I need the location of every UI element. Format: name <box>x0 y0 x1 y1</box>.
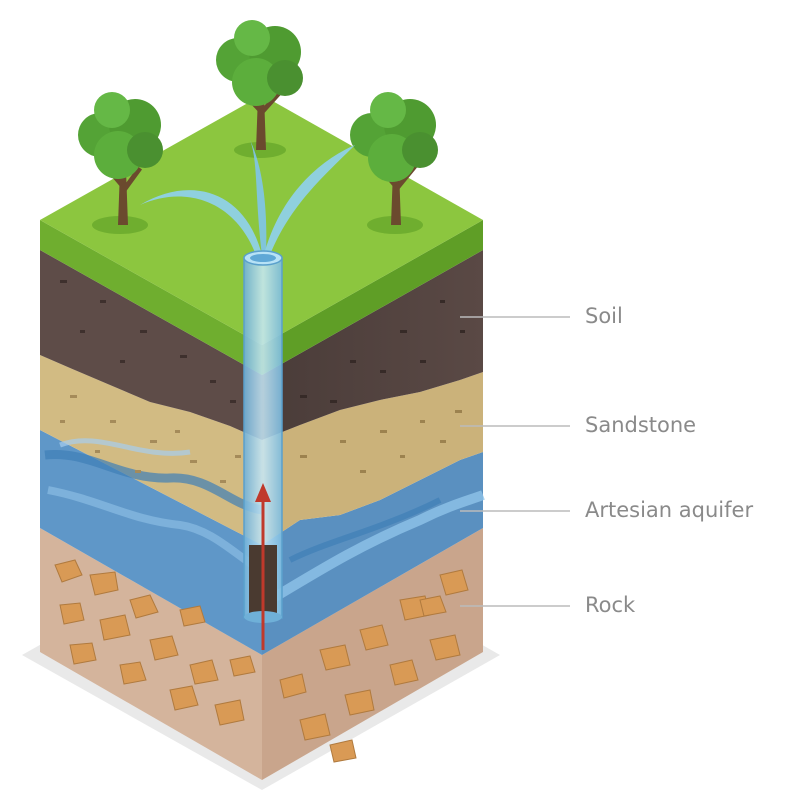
aquifer-layer-left <box>40 430 262 655</box>
tree-icon <box>78 92 163 234</box>
rock-stones-left <box>54 559 256 726</box>
grass-edge-right <box>262 220 483 375</box>
left-face <box>40 220 264 780</box>
sandstone-speckles <box>60 395 241 483</box>
water-fountain-icon <box>140 140 355 255</box>
aquifer-wave <box>47 486 264 574</box>
aquifer-wave <box>59 438 191 456</box>
soil-speckles <box>60 280 236 403</box>
label-sandstone: Sandstone <box>585 413 697 437</box>
soil-speckles <box>300 300 465 403</box>
tree-icon <box>216 20 303 158</box>
soil-layer-left <box>40 250 262 440</box>
grass-edge-left <box>40 220 262 375</box>
tree-icon <box>350 92 438 234</box>
sandstone-speckles <box>300 410 462 473</box>
sandstone-layer-right <box>262 372 483 545</box>
label-rock: Rock <box>585 593 636 617</box>
right-face <box>262 220 485 780</box>
soil-layer-right <box>262 250 483 440</box>
label-artesian-aquifer: Artesian aquifer <box>585 498 754 522</box>
rock-stones-right <box>279 569 469 763</box>
aquifer-wave <box>267 490 485 605</box>
label-soil: Soil <box>585 304 623 328</box>
aquifer-wave <box>288 497 442 563</box>
aquifer-wave <box>44 449 263 515</box>
arrow-up-icon <box>255 483 271 650</box>
